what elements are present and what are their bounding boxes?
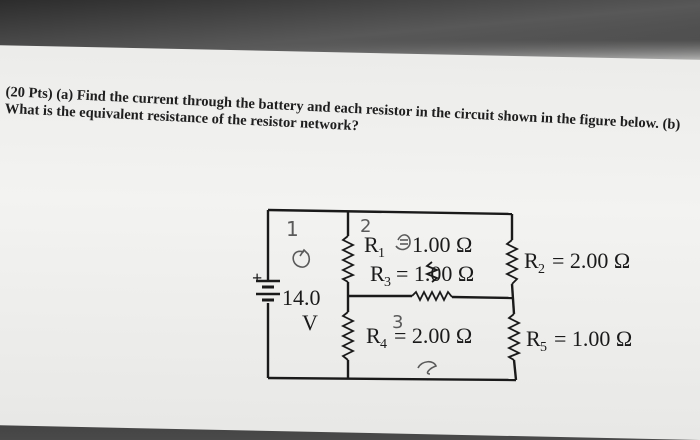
resistor-r2-symbol: R xyxy=(524,248,539,273)
handwritten-loop-1: 1 xyxy=(286,217,299,241)
resistor-r2-subscript: 2 xyxy=(538,262,545,277)
resistor-r4-subscript: 4 xyxy=(380,337,387,352)
resistor-r3-subscript: 3 xyxy=(384,275,391,290)
resistor-r3-symbol: R xyxy=(370,261,385,286)
resistor-r5-symbol: R xyxy=(526,326,541,351)
handwritten-loop-2: 2 xyxy=(360,216,371,237)
battery-unit: V xyxy=(302,310,318,335)
battery-plus-sign: + xyxy=(252,268,262,288)
handwritten-loop-3: 3 xyxy=(392,312,403,333)
resistor-zigzags xyxy=(340,235,522,361)
resistor-r2-value: = 2.00 Ω xyxy=(552,248,630,273)
loop-2-arrow xyxy=(395,234,411,251)
resistor-r4-value: = 2.00 Ω xyxy=(394,323,472,348)
loop-3-arrow xyxy=(417,360,438,375)
resistor-r2-zigzag xyxy=(504,239,520,285)
resistor-r3-value: = 1.00 Ω xyxy=(396,261,474,286)
resistor-r3-side-zigzag xyxy=(424,261,440,283)
battery-value: 14.0 xyxy=(282,285,321,310)
battery-symbol xyxy=(256,279,280,302)
circuit-diagram: + 14.0 V R 1 1.00 Ω R 3 = 1.00 Ω R 2 = 2… xyxy=(252,208,632,382)
resistor-r1-subscript: 1 xyxy=(378,246,385,261)
resistor-r3-zigzag xyxy=(411,289,453,303)
resistor-r5-zigzag xyxy=(506,313,522,361)
resistor-r4-symbol: R xyxy=(366,323,381,348)
resistor-r1-zigzag xyxy=(340,235,356,283)
circuit-wires xyxy=(266,208,518,382)
resistor-r1-value: 1.00 Ω xyxy=(412,232,472,257)
resistor-r1-symbol: R xyxy=(364,232,379,257)
resistor-r4-zigzag xyxy=(340,311,356,361)
handwritten-loop-arrows xyxy=(292,234,438,375)
loop-1-arrow xyxy=(292,248,311,268)
resistor-r5-value: = 1.00 Ω xyxy=(554,326,632,351)
resistor-r5-subscript: 5 xyxy=(540,340,547,355)
